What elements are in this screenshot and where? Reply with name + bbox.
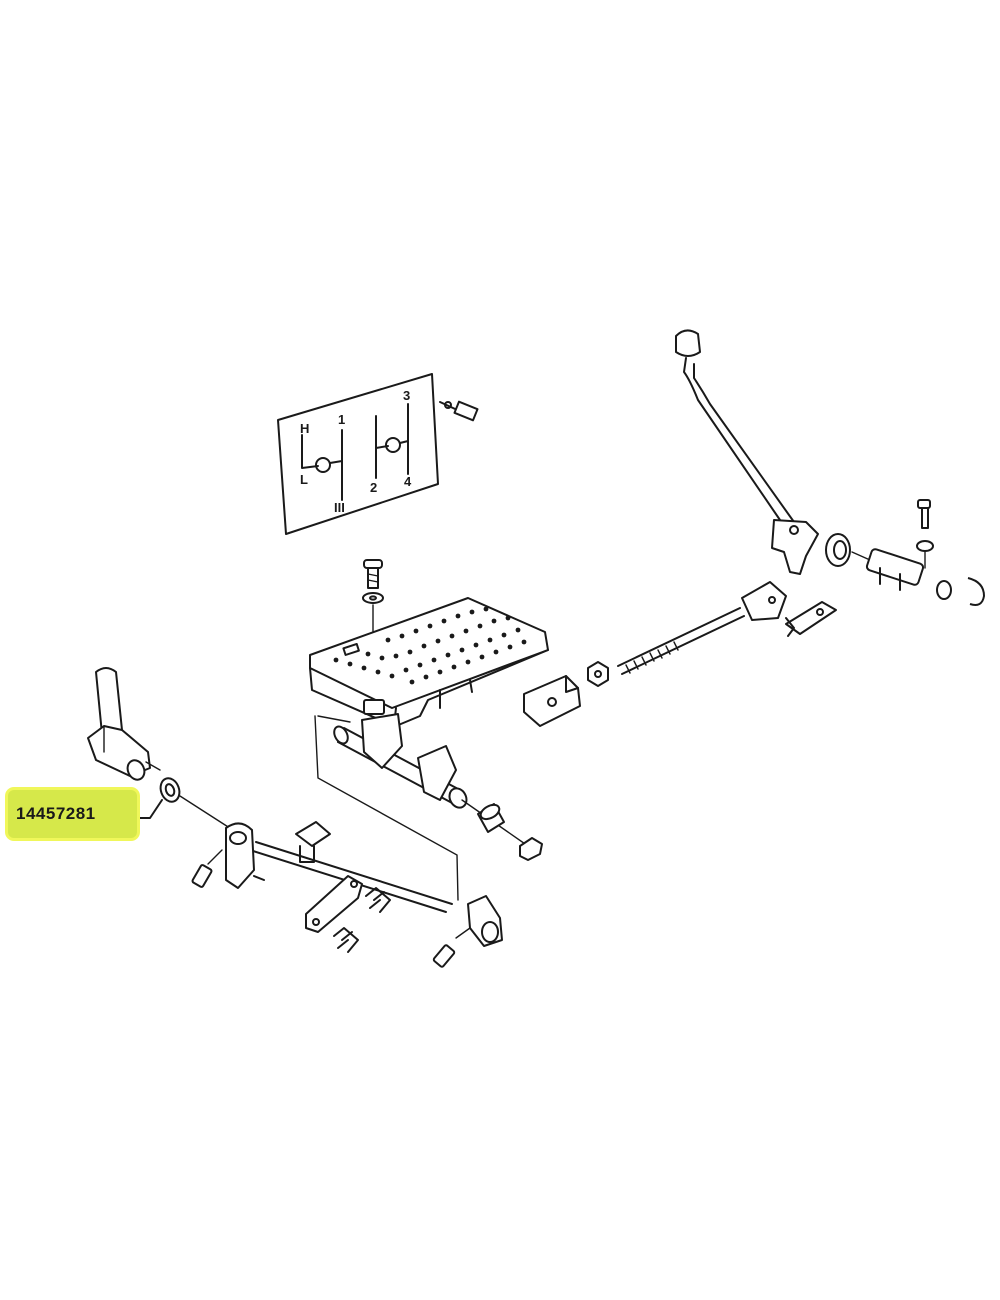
retaining-clips [333,887,391,953]
pivot-bolt [916,499,934,569]
gate-label-3: 3 [403,388,410,403]
shaft-end-bracket [432,895,503,968]
callout-leader [136,799,163,819]
gate-label-1: 1 [338,412,345,427]
shift-shaft-assembly [333,699,468,809]
part-number-label: 14457281 [16,804,96,823]
part-number-callout [8,790,137,838]
link-rod [179,795,453,913]
gate-label-iii: III [334,500,345,515]
shift-lever [675,329,819,575]
rod-clevis [523,661,609,727]
control-arm [87,667,151,781]
gate-label-h: H [300,421,309,436]
gate-label-2: 2 [370,480,377,495]
shift-rod [617,581,787,675]
shifter-housing [309,597,549,727]
pivot-block [191,822,265,889]
lever-pivot-parts [825,533,985,606]
shaft-bushing [461,799,543,861]
mounting-panel [314,715,459,901]
washer-part [145,761,181,803]
bellcrank-link [295,821,363,933]
gate-label-4: 4 [404,474,412,489]
detent-pin [785,601,837,637]
shift-gate-plate: H L 1 3 III 2 4 [277,373,439,535]
gate-label-l: L [300,472,308,487]
housing-holes [333,606,527,685]
gate-plate-bolt [439,400,479,422]
